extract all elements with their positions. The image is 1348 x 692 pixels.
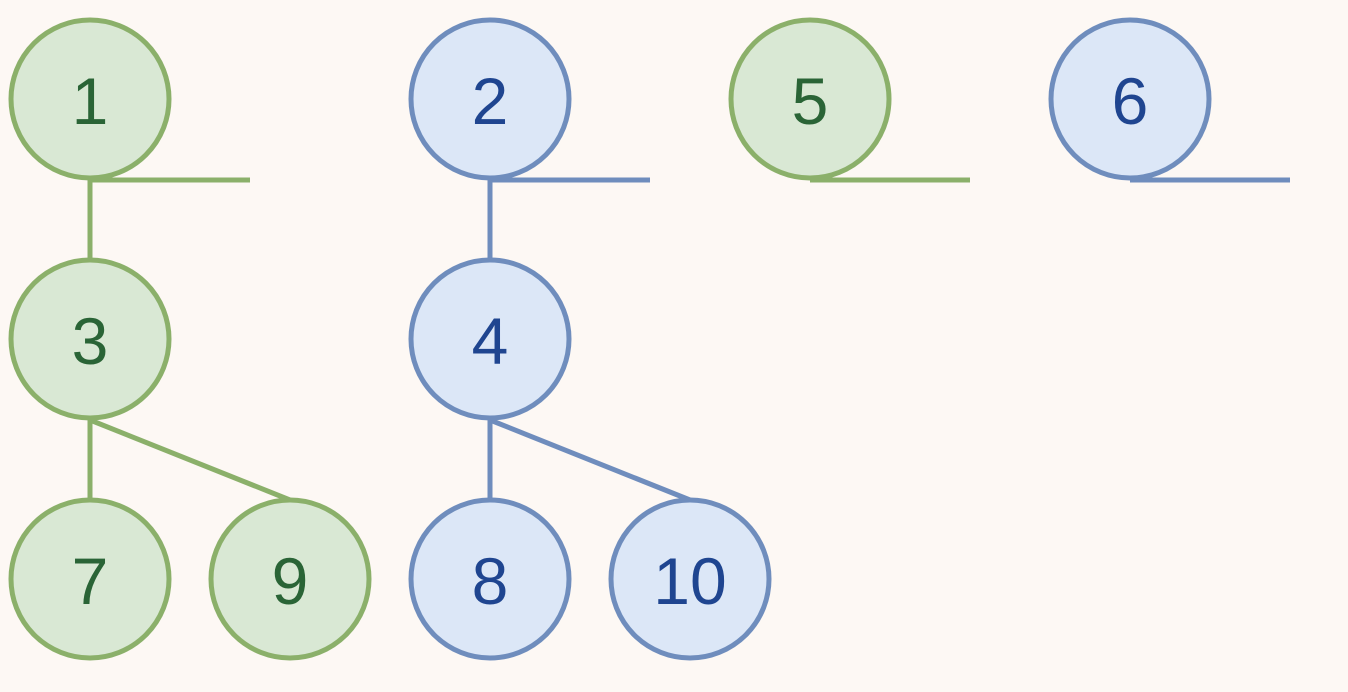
- node-label-7: 7: [72, 544, 109, 618]
- node-label-3: 3: [72, 304, 109, 378]
- edge-4-10: [489, 417, 691, 503]
- node-circle-8: [408, 497, 572, 661]
- node-circle-7: [8, 497, 172, 661]
- node-label-8: 8: [472, 544, 509, 618]
- node-1: 1: [8, 17, 172, 181]
- node-circle-9: [208, 497, 372, 661]
- node-5: 5: [728, 17, 892, 181]
- node-circle-6: [1048, 17, 1212, 181]
- node-label-6: 6: [1112, 64, 1149, 138]
- node-circle-3: [8, 257, 172, 421]
- edge-3-9: [89, 417, 291, 503]
- node-label-2: 2: [472, 64, 509, 138]
- node-circle-4: [408, 257, 572, 421]
- node-10: 10: [608, 497, 772, 661]
- edges-layer: [87, 177, 1290, 503]
- node-label-1: 1: [72, 64, 109, 138]
- node-circle-2: [408, 17, 572, 181]
- node-6: 6: [1048, 17, 1212, 181]
- node-8: 8: [408, 497, 572, 661]
- node-circle-1: [8, 17, 172, 181]
- nodes-layer: 1 2 5 6 3 4 7 9 8 10: [8, 17, 1212, 661]
- node-label-4: 4: [472, 304, 509, 378]
- node-2: 2: [408, 17, 572, 181]
- node-3: 3: [8, 257, 172, 421]
- node-circle-10: [608, 497, 772, 661]
- node-label-5: 5: [792, 64, 829, 138]
- node-circle-5: [728, 17, 892, 181]
- node-4: 4: [408, 257, 572, 421]
- node-9: 9: [208, 497, 372, 661]
- node-label-9: 9: [272, 544, 309, 618]
- node-label-10: 10: [653, 544, 726, 618]
- node-7: 7: [8, 497, 172, 661]
